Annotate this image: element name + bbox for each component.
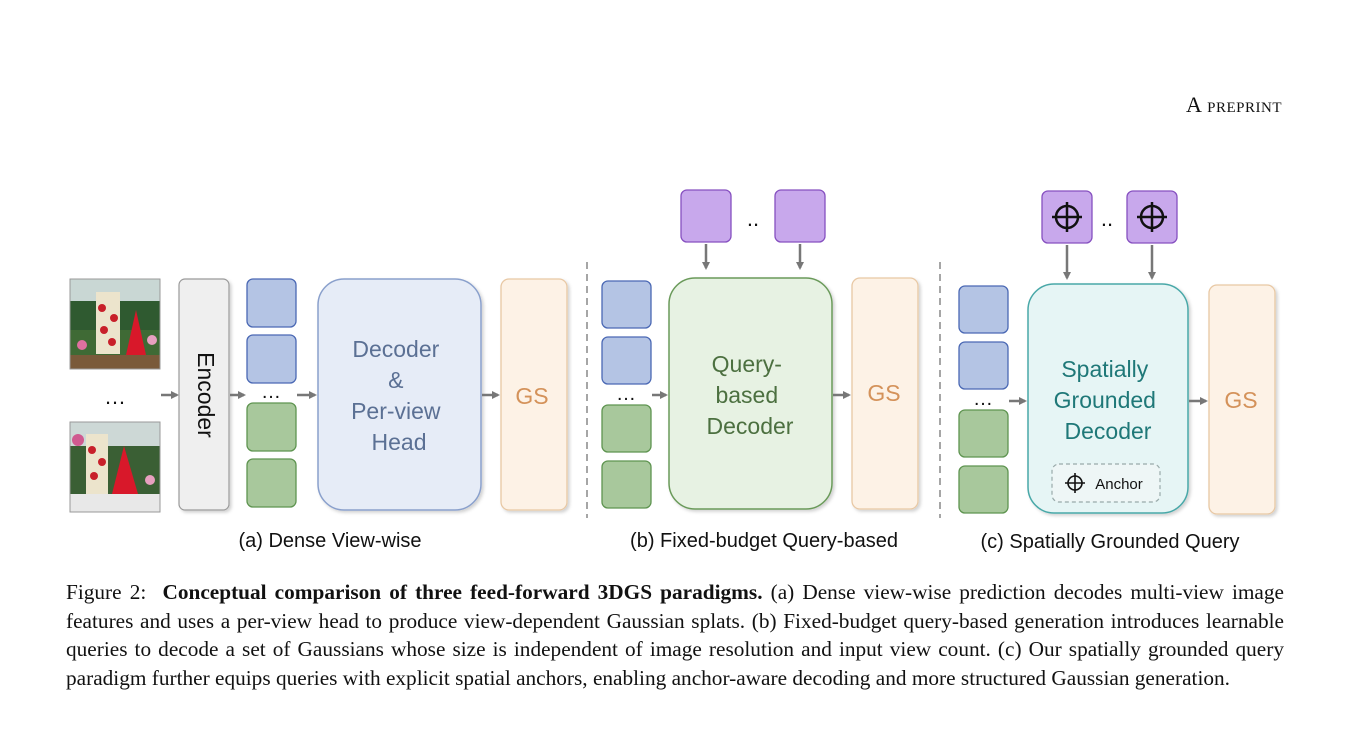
panel-a: … Encoder … Decoder & Per	[69, 278, 568, 552]
image-token	[246, 334, 297, 384]
image-token	[246, 402, 297, 452]
gs-output-block	[500, 278, 568, 511]
caption-body: (a) Dense view-wise prediction decodes m…	[66, 580, 1284, 690]
caption-title: Conceptual comparison of three feed-forw…	[162, 580, 763, 604]
image-token	[246, 278, 297, 328]
running-header: A preprint	[1185, 92, 1282, 117]
anchor-badge: Anchor	[1051, 463, 1161, 503]
dense-decoder-label: Decoder & Per-view Head	[351, 336, 447, 455]
query-decoder-label: Query- based Decoder	[707, 351, 794, 439]
input-image-bottom	[69, 421, 161, 513]
learnable-query	[680, 189, 732, 243]
gs-output-block	[1208, 284, 1276, 515]
queries-ellipsis: ..	[1101, 206, 1113, 231]
image-token	[958, 409, 1009, 458]
images-ellipsis: …	[104, 384, 126, 409]
encoder-block	[178, 278, 230, 511]
dense-decoder-block	[317, 278, 482, 511]
gs-label: GS	[1224, 387, 1257, 413]
figure-caption: Figure 2: Conceptual comparison of three…	[66, 578, 1284, 692]
gs-label: GS	[867, 380, 900, 406]
tokens-ellipsis: …	[616, 383, 636, 405]
panel-b: .. … Query- based Decoder GS (b) Fixed-b…	[601, 189, 919, 552]
queries-ellipsis: ..	[747, 206, 759, 231]
figure-label: Figure 2:	[66, 580, 147, 604]
image-token	[958, 341, 1009, 390]
image-token	[601, 280, 652, 329]
spatial-decoder-label: Spatially Grounded Decoder	[1054, 356, 1163, 444]
image-token	[601, 460, 652, 509]
query-decoder-block	[668, 277, 833, 510]
gs-label: GS	[515, 383, 548, 409]
image-token	[958, 465, 1009, 514]
input-image-top	[69, 278, 161, 370]
spatial-decoder-block	[1027, 283, 1189, 514]
panel-a-caption: (a) Dense View-wise	[238, 530, 421, 552]
anchored-query	[1126, 190, 1178, 244]
image-token	[958, 285, 1009, 334]
image-token	[601, 336, 652, 385]
learnable-query	[774, 189, 826, 243]
panel-b-caption: (b) Fixed-budget Query-based	[630, 530, 898, 552]
anchored-query	[1041, 190, 1093, 244]
panel-c-caption: (c) Spatially Grounded Query	[980, 531, 1239, 553]
crosshair-icon	[1052, 202, 1082, 232]
image-token	[246, 458, 297, 508]
tokens-ellipsis: …	[261, 381, 281, 403]
crosshair-icon	[1065, 473, 1085, 493]
gs-output-block	[851, 277, 919, 510]
image-token	[601, 404, 652, 453]
tokens-ellipsis: …	[973, 388, 993, 410]
panel-c: .. … Spatially Grounded Decoder	[958, 190, 1276, 553]
anchor-label: Anchor	[1095, 476, 1143, 493]
encoder-label: Encoder	[193, 352, 219, 438]
crosshair-icon	[1137, 202, 1167, 232]
paradigm-figure: … Encoder … Decoder & Per	[69, 189, 1276, 553]
